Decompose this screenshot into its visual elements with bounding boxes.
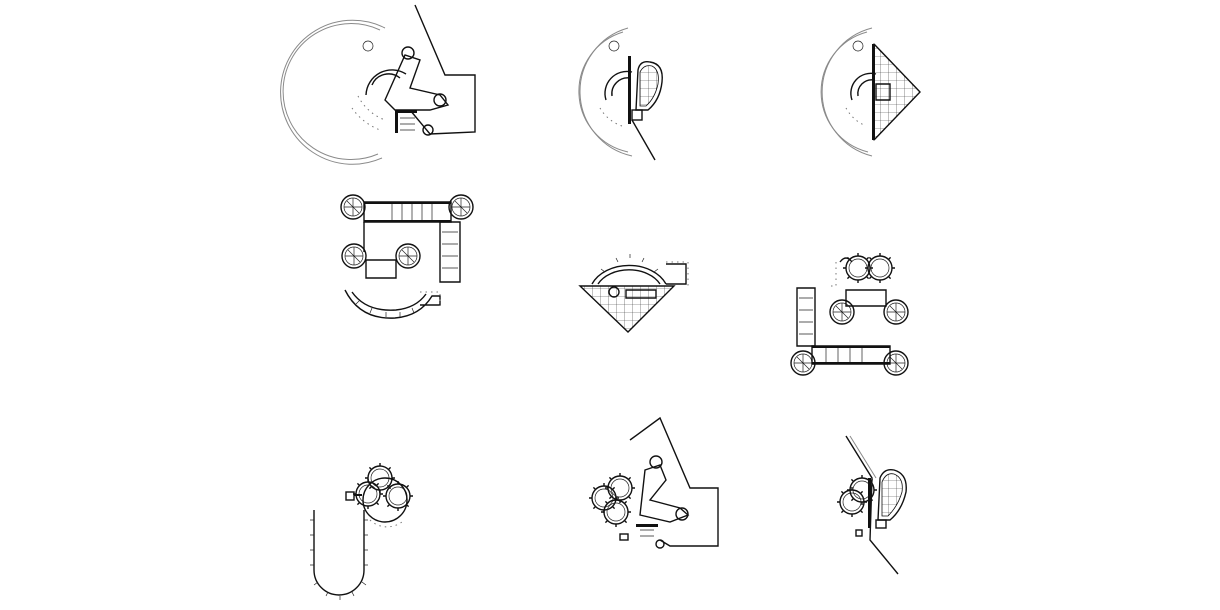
plan-3 bbox=[820, 27, 921, 157]
plan-8 bbox=[588, 416, 719, 549]
plan-5 bbox=[578, 254, 689, 333]
plan-1 bbox=[280, 4, 476, 165]
plan-4 bbox=[340, 194, 474, 319]
plan-2 bbox=[578, 27, 663, 161]
plan-9 bbox=[836, 435, 907, 575]
plan-7 bbox=[310, 462, 414, 600]
plan-6 bbox=[790, 252, 909, 376]
